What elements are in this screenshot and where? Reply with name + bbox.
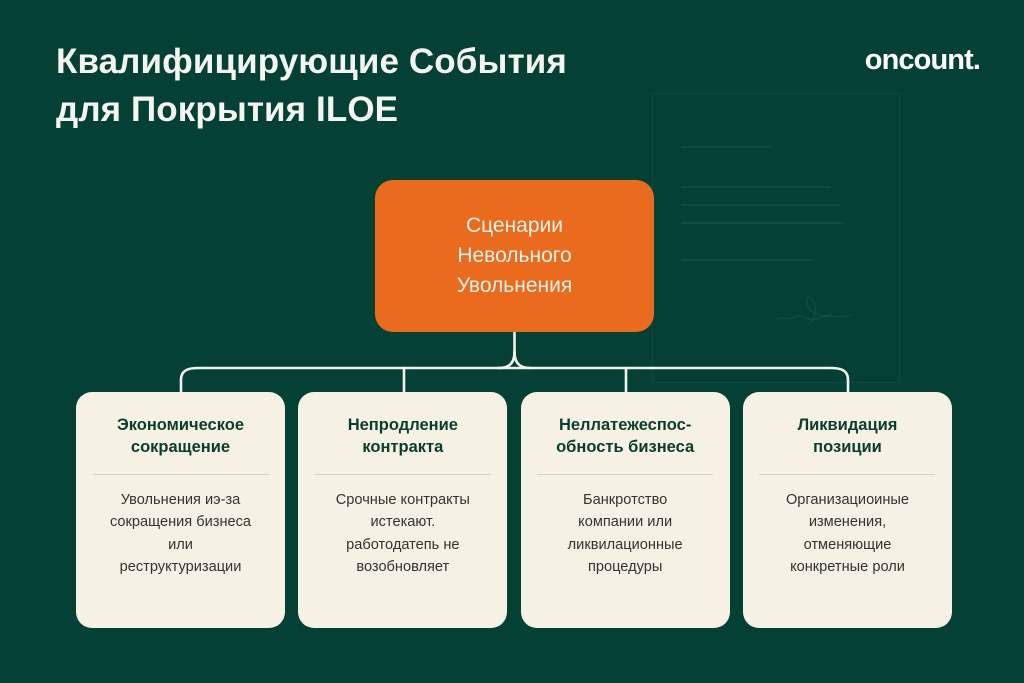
watermark-line (681, 204, 841, 206)
card-divider (314, 474, 491, 476)
card-title: Непродление контракта (347, 416, 458, 457)
oncount-logo: oncount. (864, 44, 981, 76)
document-watermark-icon (652, 93, 900, 383)
card-title: Экономическое сокращение (116, 416, 245, 457)
card-divider (92, 474, 269, 476)
card-contract-non-renewal[interactable]: Непродление контракта Срочные контракты … (298, 392, 508, 628)
card-position-elimination[interactable]: Ликвидация позиции Организациоиные измен… (742, 392, 952, 628)
card-body: Увольнения иэ-за сокращения бизнеса или … (109, 492, 252, 575)
card-divider (537, 474, 714, 476)
card-title: Ликвидация позиции (797, 416, 898, 457)
card-body: Срочные контракты истекают. работодатепь… (335, 492, 470, 575)
watermark-line (681, 222, 844, 224)
card-business-insolvency[interactable]: Неллатежеспос- обность бизнеса Банкротст… (520, 392, 730, 628)
card-body: Организациоиные изменения, отменяющие ко… (785, 492, 910, 575)
watermark-line (681, 186, 831, 188)
signature-icon (774, 296, 852, 325)
root-node-involuntary-termination[interactable]: Сценарии Невольного Увольнения (375, 180, 654, 332)
watermark-line (681, 259, 813, 261)
card-title: Неллатежеспос- обность бизнеса (556, 416, 695, 457)
watermark-line (681, 146, 772, 148)
card-divider (759, 474, 936, 476)
cards-row: Экономическое сокращение Увольнения иэ-з… (76, 392, 952, 628)
page-title: Квалифицирующие События для Покрытия ILO… (56, 42, 567, 130)
card-body: Банкротство компании или ликвилационные … (567, 492, 683, 575)
root-node-label: Сценарии Невольного Увольнения (456, 214, 573, 297)
card-economic-reduction[interactable]: Экономическое сокращение Увольнения иэ-з… (76, 392, 285, 628)
